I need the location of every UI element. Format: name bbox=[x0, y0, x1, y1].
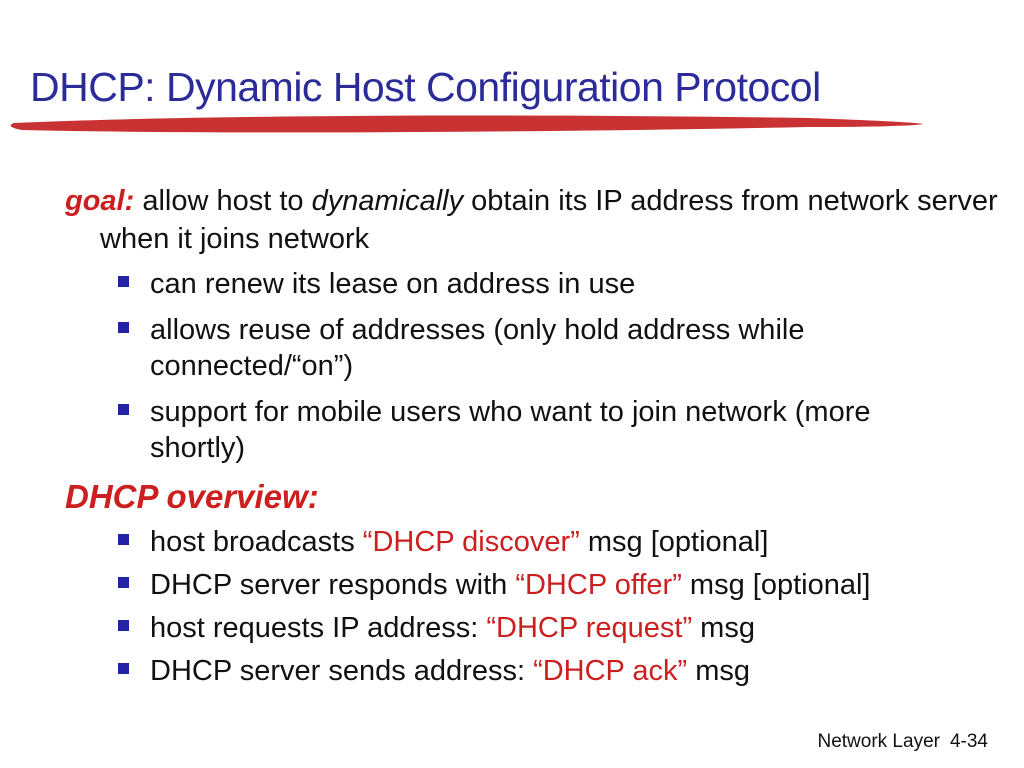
slide-body: goal: allow host to dynamically obtain i… bbox=[65, 182, 1010, 696]
bullet-text-post: msg bbox=[687, 655, 751, 687]
list-item: DHCP server sends address: “DHCP ack” ms… bbox=[118, 653, 1010, 689]
list-item: host broadcasts “DHCP discover” msg [opt… bbox=[118, 524, 1010, 560]
bullet-square-icon bbox=[118, 663, 129, 674]
dhcp-message-name: “DHCP ack” bbox=[533, 655, 688, 687]
bullet-text-post: msg [optional] bbox=[579, 526, 769, 558]
list-item: support for mobile users who want to joi… bbox=[118, 394, 930, 466]
bullet-square-icon bbox=[118, 404, 129, 415]
goal-text-1: allow host to bbox=[134, 185, 312, 217]
bullet-text-pre: DHCP server responds with bbox=[150, 569, 516, 601]
goal-bullet-list: can renew its lease on address in use al… bbox=[65, 266, 1010, 466]
bullet-square-icon bbox=[118, 276, 129, 287]
footer-page-number: 4-34 bbox=[949, 731, 988, 752]
list-item: DHCP server responds with “DHCP offer” m… bbox=[118, 567, 1010, 603]
red-underline-swoosh-icon bbox=[10, 115, 924, 133]
goal-label: goal: bbox=[65, 185, 135, 217]
goal-text-2: obtain its IP address from network serve… bbox=[100, 185, 998, 255]
bullet-text: can renew its lease on address in use bbox=[150, 268, 636, 300]
bullet-text-post: msg [optional] bbox=[681, 569, 871, 601]
dhcp-message-name: “DHCP offer” bbox=[515, 569, 682, 601]
list-item: can renew its lease on address in use bbox=[118, 266, 930, 302]
bullet-text: support for mobile users who want to joi… bbox=[150, 396, 871, 464]
bullet-square-icon bbox=[118, 534, 129, 545]
slide-footer: Network Layer 4-34 bbox=[817, 731, 988, 753]
goal-italic-word: dynamically bbox=[311, 185, 464, 217]
bullet-text-post: msg bbox=[692, 612, 755, 644]
list-item: allows reuse of addresses (only hold add… bbox=[118, 312, 930, 384]
list-item: host requests IP address: “DHCP request”… bbox=[118, 610, 1010, 646]
footer-section-label: Network Layer bbox=[817, 731, 940, 752]
goal-paragraph: goal: allow host to dynamically obtain i… bbox=[65, 182, 1010, 258]
dhcp-message-name: “DHCP request” bbox=[486, 612, 693, 644]
bullet-text-pre: DHCP server sends address: bbox=[150, 655, 534, 687]
bullet-text-pre: host requests IP address: bbox=[150, 612, 487, 644]
bullet-square-icon bbox=[118, 322, 129, 333]
bullet-square-icon bbox=[118, 620, 129, 631]
bullet-square-icon bbox=[118, 577, 129, 588]
bullet-text-pre: host broadcasts bbox=[150, 526, 363, 558]
overview-bullet-list: host broadcasts “DHCP discover” msg [opt… bbox=[65, 524, 1010, 689]
dhcp-message-name: “DHCP discover” bbox=[362, 526, 580, 558]
overview-heading: DHCP overview: bbox=[65, 478, 319, 515]
slide-title: DHCP: Dynamic Host Configuration Protoco… bbox=[30, 64, 821, 110]
bullet-text: allows reuse of addresses (only hold add… bbox=[150, 314, 805, 382]
